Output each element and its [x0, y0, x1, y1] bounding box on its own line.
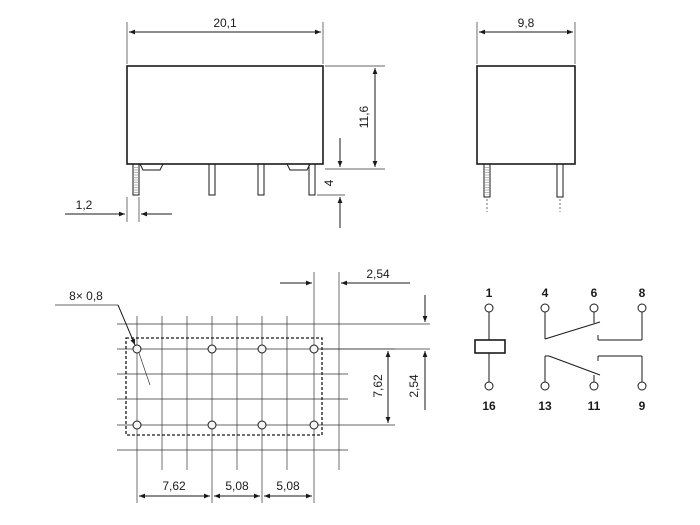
front-pins [132, 163, 316, 196]
dim-grid-pitch-top: 2,54 [366, 267, 390, 281]
dim-pitch-a: 7,62 [162, 479, 186, 493]
dim-row-spacing: 7,62 [371, 374, 385, 398]
side-view: 9,8 [476, 16, 576, 212]
dim-pin-offset: 1,2 [76, 198, 93, 212]
front-view: 20,1 11,6 4 1,2 [65, 16, 385, 228]
footprint-outline [125, 337, 323, 436]
pin-holes [132, 344, 319, 430]
dim-pin-length: 4 [322, 179, 336, 186]
relay-body-side [476, 65, 576, 165]
pin-label-13: 13 [538, 399, 552, 413]
pin-label-4: 4 [542, 286, 549, 300]
pin-label-9: 9 [639, 399, 646, 413]
pin-label-8: 8 [639, 286, 646, 300]
dim-width: 9,8 [518, 16, 535, 30]
contact-set-bottom [540, 355, 647, 391]
footprint-grid [117, 272, 430, 470]
dim-pitch-b: 5,08 [225, 479, 249, 493]
pin-label-6: 6 [591, 286, 598, 300]
relay-schematic: 1 4 6 8 16 13 11 9 [474, 286, 647, 413]
standoff-right [286, 163, 311, 171]
standoff-left [139, 163, 164, 171]
dim-height: 11,6 [357, 105, 371, 128]
dim-length: 20,1 [213, 16, 237, 30]
dim-grid-pitch-side: 2,54 [407, 374, 421, 398]
pin-label-1: 1 [486, 286, 493, 300]
pin-label-11: 11 [588, 399, 601, 413]
contact-set-top [540, 303, 647, 341]
pcb-footprint: 8× 0,8 2,54 7,62 2,54 7,62 5,08 5,08 [55, 267, 430, 503]
dim-pitch-c: 5,08 [276, 479, 300, 493]
coil [474, 303, 506, 391]
dim-holes: 8× 0,8 [69, 289, 103, 303]
relay-body-front [126, 65, 324, 165]
pin-label-16: 16 [482, 399, 496, 413]
